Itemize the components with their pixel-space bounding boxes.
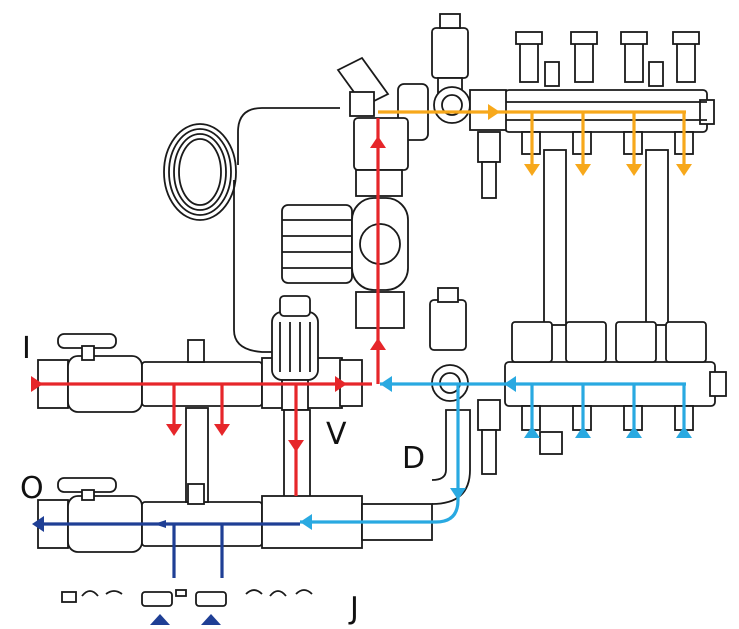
ball-valve-icon	[37, 333, 143, 413]
supply-flow-orange	[378, 110, 686, 170]
label-valve: V	[326, 417, 347, 452]
bottom-fittings	[61, 589, 313, 607]
drain-valve-icon	[477, 131, 563, 475]
temperature-sensor	[336, 56, 390, 117]
return-arrows-dark	[32, 516, 221, 625]
circulation-pump-icon	[281, 197, 409, 329]
label-drain: D	[402, 441, 426, 476]
capillary-coil-icon	[163, 107, 340, 353]
supply-arrows-red	[31, 136, 386, 452]
supply-arrows-orange	[488, 104, 692, 176]
label-junction: J	[350, 591, 359, 626]
air-vent-icon	[429, 287, 467, 351]
return-flow-light	[300, 382, 686, 524]
return-flow-dark	[44, 522, 300, 578]
label-inlet: I	[22, 331, 31, 366]
label-outlet: O	[20, 471, 44, 506]
bottom-manifold	[504, 321, 727, 431]
air-vent-icon	[431, 13, 469, 95]
flow-meter-icon	[515, 31, 700, 87]
top-manifold	[504, 31, 715, 155]
ball-valve-icon	[37, 477, 143, 553]
return-arrows-light	[300, 376, 692, 530]
